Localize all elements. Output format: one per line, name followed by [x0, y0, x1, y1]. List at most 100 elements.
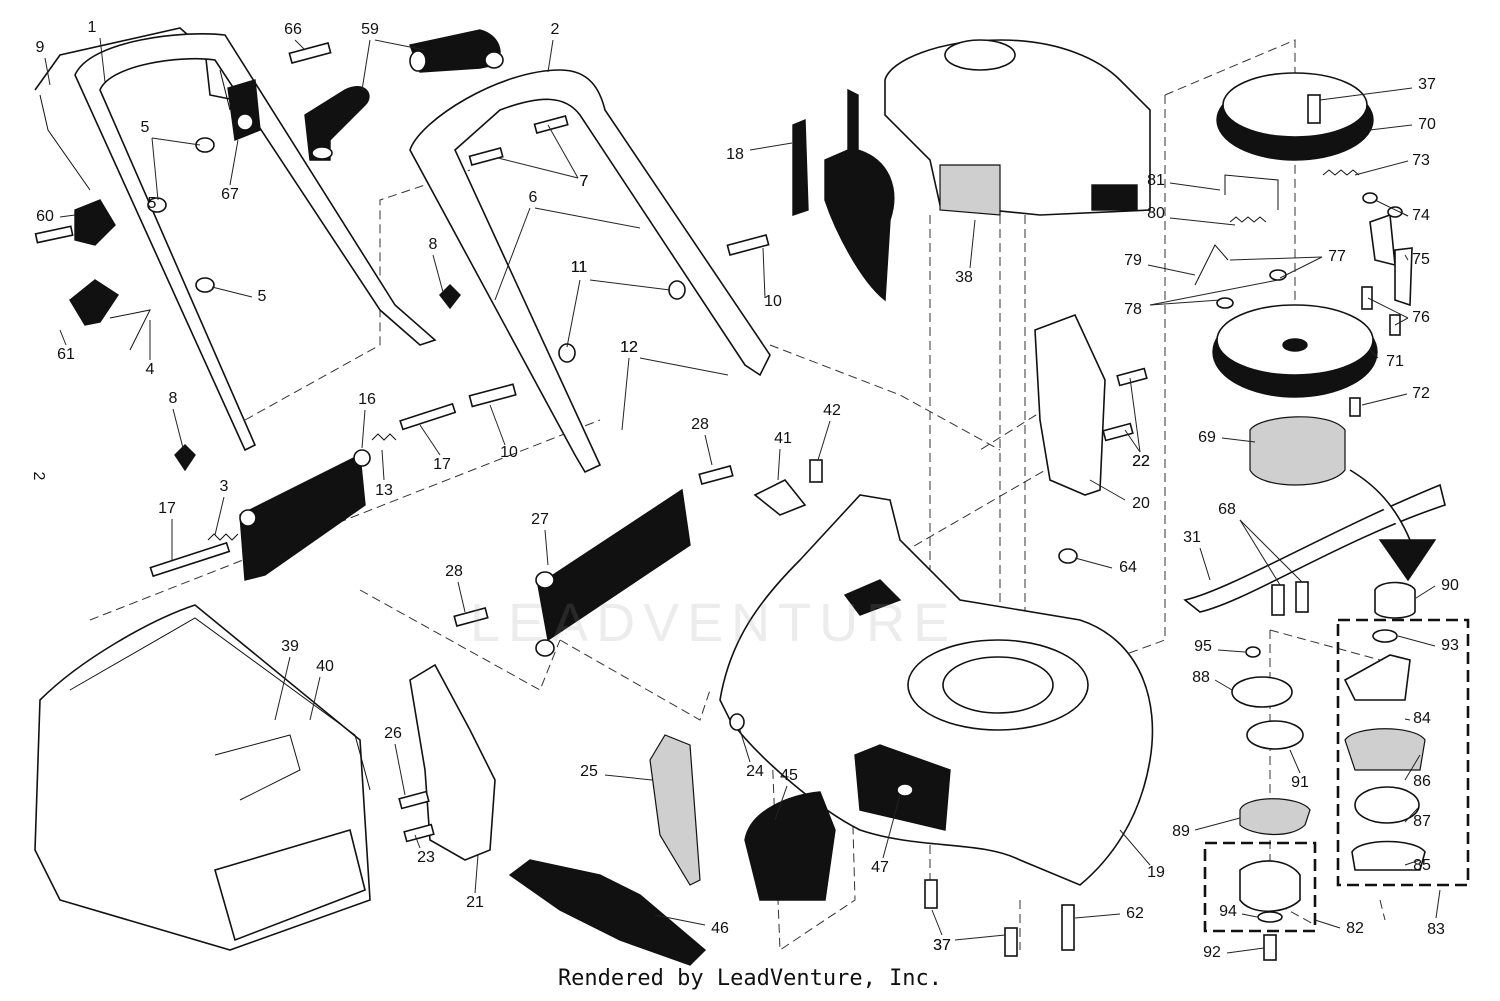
- part-label-87: 87: [1413, 813, 1431, 830]
- leader-line-46: [654, 914, 706, 926]
- part-label-6: 6: [529, 189, 538, 206]
- part-label-66: 66: [284, 21, 302, 38]
- part-label-27: 27: [531, 511, 549, 528]
- part-label-4: 4: [146, 361, 155, 378]
- bolt-42: [809, 459, 823, 483]
- leader-line-72: [1361, 393, 1408, 406]
- leader-line-88: [1214, 679, 1233, 691]
- leader-line-64: [1074, 557, 1113, 569]
- leader-line-85: [1404, 859, 1421, 866]
- part-label-60: 60: [36, 208, 54, 225]
- ring-91: [1246, 720, 1304, 750]
- mulch-plug-27: [537, 488, 691, 642]
- leader-line-68: [1239, 519, 1281, 586]
- part-label-5: 5: [148, 195, 157, 212]
- part-label-78: 78: [1124, 301, 1142, 318]
- part-label-42: 42: [823, 402, 841, 419]
- part-label-5: 5: [141, 119, 150, 136]
- screw-61: [34, 225, 74, 244]
- leader-line-13: [381, 449, 385, 481]
- part-label-8: 8: [429, 236, 438, 253]
- part-label-10: 10: [764, 293, 782, 310]
- direction-arrow: [1378, 539, 1437, 582]
- part-label-85: 85: [1413, 857, 1431, 874]
- leader-line-7: [547, 124, 579, 179]
- deflector-18: [792, 118, 809, 216]
- leader-line-6: [534, 207, 641, 229]
- part-label-46: 46: [711, 920, 729, 937]
- part-label-73: 73: [1412, 152, 1430, 169]
- part-label-86: 86: [1413, 773, 1431, 790]
- leader-line-92: [1226, 947, 1265, 954]
- leader-line-16: [361, 409, 366, 449]
- leader-line-37: [1319, 87, 1413, 101]
- leader-line-62: [1074, 913, 1121, 919]
- part-label-71: 71: [1386, 353, 1404, 370]
- part-label-84: 84: [1413, 710, 1431, 727]
- part-label-47: 47: [871, 859, 889, 876]
- leader-line-81: [1169, 182, 1221, 191]
- part-label-70: 70: [1418, 116, 1436, 133]
- leader-line-17: [419, 424, 441, 456]
- kit-box-83: [1336, 618, 1470, 887]
- leader-line-25: [604, 774, 653, 781]
- diagram-artwork: [34, 27, 1470, 966]
- leader-line-12: [621, 357, 630, 431]
- part-label-2: 2: [551, 21, 560, 38]
- leader-line-69: [1221, 437, 1256, 443]
- part-label-13: 13: [375, 482, 393, 499]
- leader-line-1: [99, 37, 106, 83]
- chute-46: [508, 859, 707, 966]
- leader-line-45: [774, 785, 788, 821]
- bearing-88: [1231, 676, 1293, 708]
- part-label-68: 68: [1218, 501, 1236, 518]
- part-label-3: 3: [220, 478, 229, 495]
- leader-line-95: [1217, 649, 1246, 653]
- leader-line-59: [374, 39, 426, 51]
- part-label-80: 80: [1147, 205, 1165, 222]
- kit-box-82: [1203, 841, 1317, 933]
- leader-line-86: [1404, 754, 1421, 781]
- part-label-9: 9: [36, 39, 45, 56]
- leader-line-21: [474, 854, 479, 894]
- part-label-93: 93: [1441, 637, 1459, 654]
- leader-line-8: [172, 408, 184, 449]
- leader-line-18: [749, 142, 793, 151]
- leader-line-75: [1404, 254, 1409, 261]
- leader-line-93: [1397, 635, 1436, 647]
- plug-45: [744, 791, 836, 901]
- part-label-5: 5: [258, 288, 267, 305]
- part-label-38: 38: [955, 269, 973, 286]
- adapter-69: [1249, 416, 1346, 486]
- part-label-67: 67: [221, 186, 239, 203]
- leader-line-59: [361, 39, 371, 91]
- hub-86: [1344, 728, 1426, 771]
- part-label-82: 82: [1346, 920, 1364, 937]
- part-label-75: 75: [1412, 251, 1430, 268]
- leader-line-71: [1369, 349, 1379, 359]
- leader-line-2: [547, 39, 554, 73]
- leader-line-90: [1415, 585, 1436, 599]
- watermark: LEADVENTURE: [470, 593, 958, 653]
- leader-line-82: [1314, 919, 1341, 929]
- part-label-17: 17: [433, 456, 451, 473]
- bolt-66: [288, 42, 332, 64]
- part-label-22: 22: [1132, 453, 1150, 470]
- leader-line-94: [1241, 913, 1258, 918]
- leader-line-87: [1404, 807, 1419, 823]
- leader-line-91: [1289, 749, 1301, 774]
- part-label-89: 89: [1172, 823, 1190, 840]
- leader-line-5: [151, 137, 159, 201]
- part-label-45: 45: [780, 767, 798, 784]
- part-label-20: 20: [1132, 495, 1150, 512]
- part-label-37: 37: [1418, 76, 1436, 93]
- leader-line-5: [151, 137, 201, 146]
- leader-line-84: [1404, 718, 1411, 721]
- part-label-92: 92: [1203, 944, 1221, 961]
- leader-line-47: [882, 794, 901, 859]
- side-mark: 2: [30, 472, 47, 481]
- leader-line-23: [414, 834, 421, 849]
- knob-8a: [439, 284, 461, 310]
- leader-line-77: [1229, 256, 1323, 261]
- part-label-62: 62: [1126, 905, 1144, 922]
